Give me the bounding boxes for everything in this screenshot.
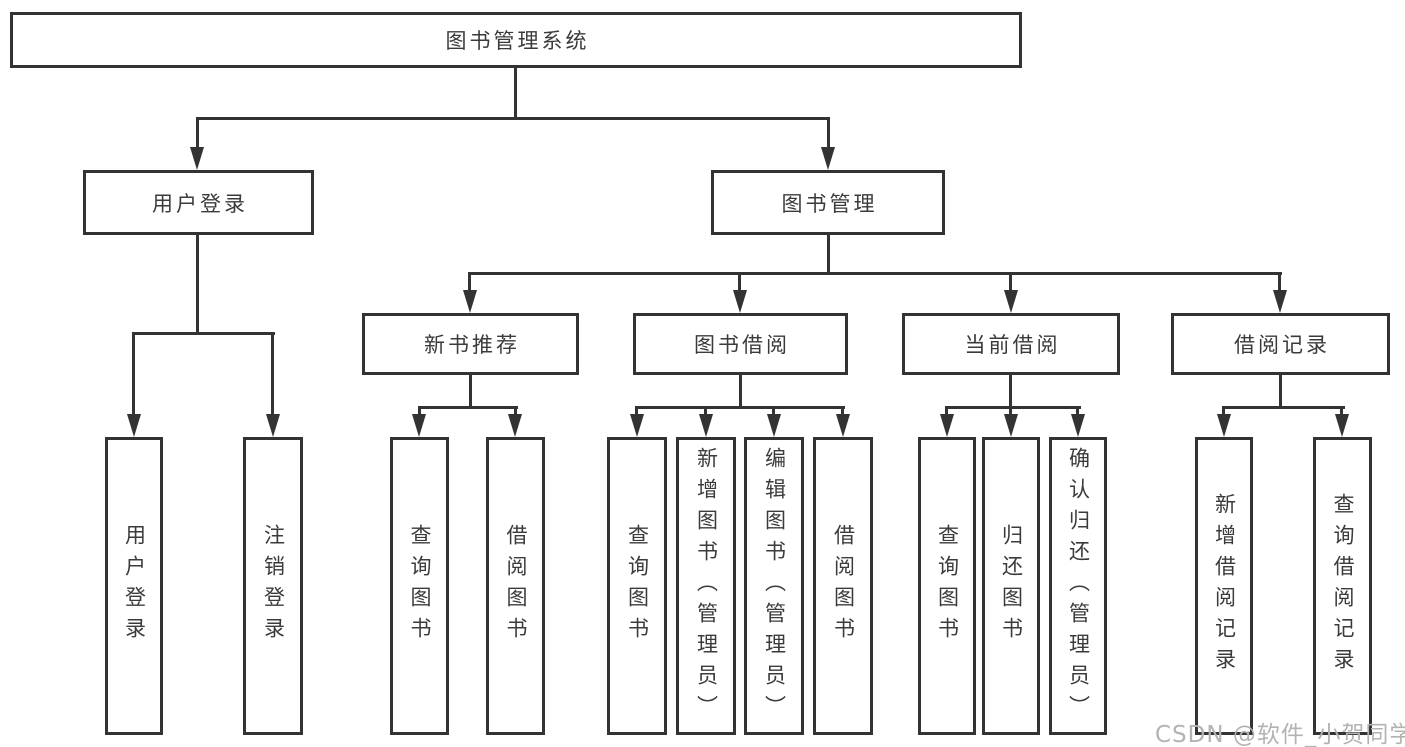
arrow-down-icon <box>630 414 644 437</box>
node-edit-book-admin: 编辑图书（管理员） <box>744 437 804 735</box>
connector-line <box>1279 375 1282 409</box>
connector-line <box>514 406 517 418</box>
connector-line <box>739 375 742 409</box>
node-query-borrow-record: 查询借阅记录 <box>1313 437 1372 735</box>
node-label: 查询借阅记录 <box>1331 493 1355 679</box>
arrow-down-icon <box>699 414 713 437</box>
connector-line <box>827 235 830 275</box>
node-label: 归还图书 <box>999 524 1024 648</box>
connector-line <box>196 117 830 120</box>
connector-line <box>132 332 275 335</box>
connector-line <box>271 332 274 416</box>
connector-line <box>1278 272 1281 294</box>
node-label: 借阅图书 <box>831 524 856 648</box>
arrow-down-icon <box>940 414 954 437</box>
connector-line <box>635 406 638 418</box>
node-label: 图书管理 <box>781 191 878 216</box>
connector-line <box>469 375 472 409</box>
arrow-down-icon <box>508 414 522 437</box>
node-label: 图书借阅 <box>694 333 790 357</box>
connector-line <box>196 117 199 151</box>
connector-line <box>827 117 830 151</box>
connector-line <box>704 406 707 418</box>
node-query-books: 查询图书 <box>390 437 449 735</box>
node-user-login-leaf: 用户登录 <box>105 437 163 735</box>
connector-line <box>841 406 844 418</box>
node-label: 新书推荐 <box>424 333 520 357</box>
node-new-book-recommend: 新书推荐 <box>362 313 579 375</box>
arrow-down-icon <box>266 414 280 437</box>
connector-line <box>514 68 517 120</box>
arrow-down-icon <box>1071 414 1085 437</box>
node-return-books: 归还图书 <box>982 437 1040 735</box>
node-label: 借阅图书 <box>504 524 528 648</box>
node-book-borrow: 图书借阅 <box>633 313 848 375</box>
node-borrow-books: 借阅图书 <box>486 437 545 735</box>
node-logout: 注销登录 <box>243 437 303 735</box>
node-current-borrow: 当前借阅 <box>902 313 1120 375</box>
node-label: 新增图书（管理员） <box>694 446 719 726</box>
connector-line <box>132 332 135 416</box>
arrow-down-icon <box>1273 290 1287 313</box>
arrow-down-icon <box>836 414 850 437</box>
node-query-books: 查询图书 <box>918 437 976 735</box>
node-book-management: 图书管理 <box>711 170 945 235</box>
node-confirm-return-admin: 确认归还（管理员） <box>1049 437 1107 735</box>
arrow-down-icon <box>1217 414 1231 437</box>
node-label: 用户登录 <box>122 524 147 648</box>
node-label: 图书管理系统 <box>445 29 590 53</box>
arrow-down-icon <box>190 147 204 170</box>
csdn-watermark: CSDN @软件_小贺同学 <box>1155 722 1405 747</box>
node-label: 查询图书 <box>625 524 650 648</box>
node-query-books: 查询图书 <box>607 437 667 735</box>
connector-line <box>468 272 1282 275</box>
connector-line <box>468 272 471 294</box>
connector-line <box>418 406 421 418</box>
connector-line <box>738 272 741 294</box>
node-label: 新增借阅记录 <box>1212 493 1237 679</box>
connector-line <box>1009 375 1012 409</box>
connector-line <box>1009 406 1012 418</box>
node-label: 借阅记录 <box>1234 333 1330 357</box>
connector-line <box>1009 272 1012 294</box>
arrow-down-icon <box>733 290 747 313</box>
node-label: 确认归还（管理员） <box>1066 446 1091 726</box>
connector-line <box>635 406 845 409</box>
node-label: 查询图书 <box>935 524 960 648</box>
connector-line <box>945 406 1081 409</box>
arrow-down-icon <box>767 414 781 437</box>
node-borrow-books: 借阅图书 <box>813 437 873 735</box>
connector-line <box>1340 406 1343 418</box>
arrow-down-icon <box>412 414 426 437</box>
node-add-borrow-record: 新增借阅记录 <box>1195 437 1253 735</box>
arrow-down-icon <box>463 290 477 313</box>
node-label: 注销登录 <box>261 524 286 648</box>
connector-line <box>945 406 948 418</box>
node-library-system: 图书管理系统 <box>10 12 1022 68</box>
node-label: 当前借阅 <box>964 333 1061 357</box>
arrow-down-icon <box>821 147 835 170</box>
arrow-down-icon <box>1004 414 1018 437</box>
arrow-down-icon <box>1335 414 1349 437</box>
connector-line <box>1076 406 1079 418</box>
connector-line <box>1222 406 1225 418</box>
arrow-down-icon <box>1004 290 1018 313</box>
arrow-down-icon <box>127 414 141 437</box>
connector-line <box>418 406 518 409</box>
connector-line <box>1222 406 1345 409</box>
connector-line <box>772 406 775 418</box>
node-borrow-records: 借阅记录 <box>1171 313 1390 375</box>
node-label: 查询图书 <box>408 524 432 648</box>
node-label: 编辑图书（管理员） <box>762 446 787 726</box>
node-add-book-admin: 新增图书（管理员） <box>676 437 736 735</box>
node-user-login: 用户登录 <box>83 170 314 235</box>
connector-line <box>196 235 199 335</box>
node-label: 用户登录 <box>152 191 248 216</box>
